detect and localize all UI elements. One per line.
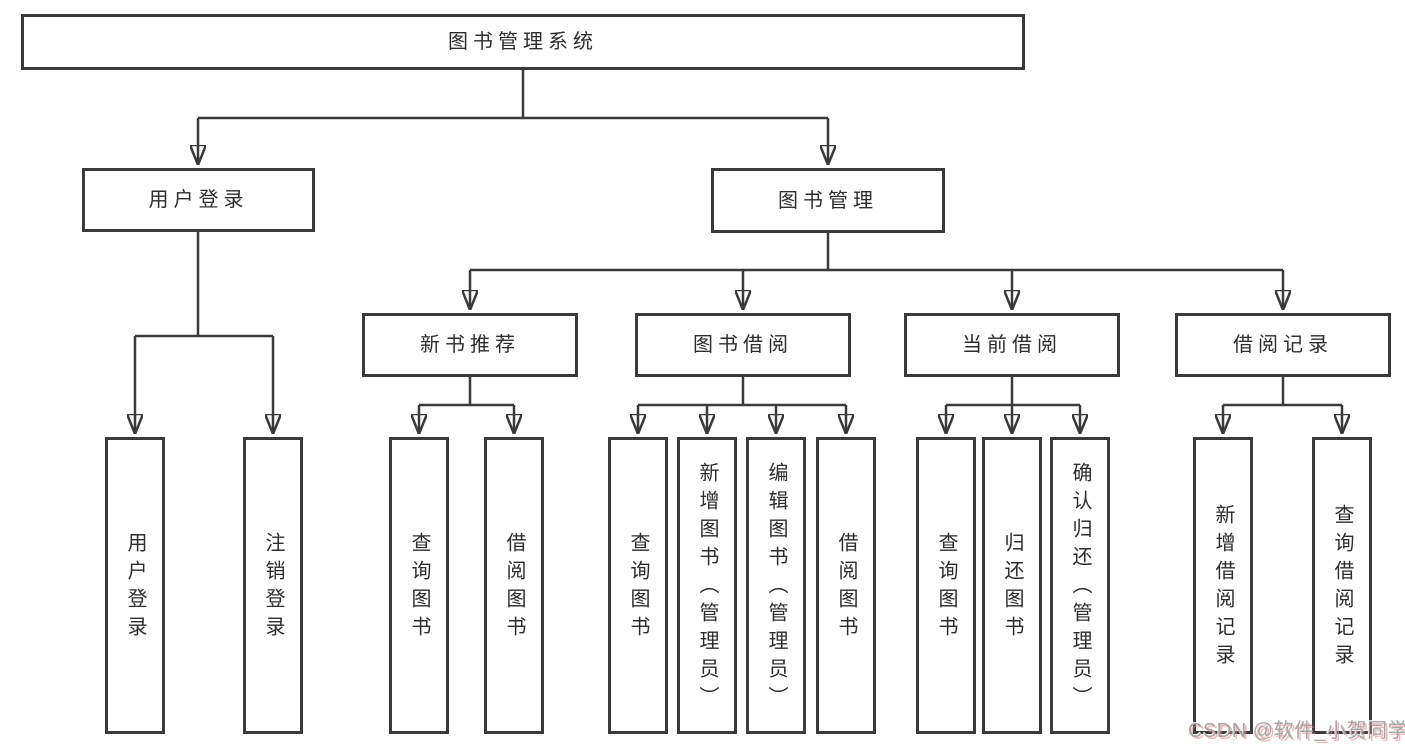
leaf-bb-add-books-admin: 新增图书（管理员） (677, 437, 737, 734)
leaf-logout: 注销登录 (243, 437, 303, 734)
leaf-bb-edit-books-admin: 编辑图书（管理员） (746, 437, 806, 734)
node-user-login: 用户登录 (82, 168, 315, 232)
csdn-watermark: CSDN @软件_小贺同学 (1188, 720, 1405, 742)
leaf-br-add-record: 新增借阅记录 (1193, 437, 1253, 734)
leaf-nbr-borrow-books: 借阅图书 (484, 437, 544, 734)
leaf-cb-return-books: 归还图书 (982, 437, 1042, 734)
leaf-cb-query-books: 查询图书 (916, 437, 976, 734)
node-root-system: 图书管理系统 (21, 14, 1025, 70)
leaf-bb-query-books: 查询图书 (608, 437, 668, 734)
leaf-nbr-query-books: 查询图书 (389, 437, 449, 734)
node-book-borrow: 图书借阅 (635, 313, 851, 377)
node-borrow-record: 借阅记录 (1175, 313, 1391, 377)
leaf-cb-confirm-return-admin: 确认归还（管理员） (1050, 437, 1110, 734)
node-current-borrow: 当前借阅 (904, 313, 1120, 377)
connector-book-borrow-branch (638, 377, 846, 433)
connector-user-login-branch (135, 232, 273, 433)
node-book-management: 图书管理 (711, 168, 945, 233)
leaf-user-login: 用户登录 (105, 437, 165, 734)
connector-root-branch (198, 70, 828, 164)
connector-new-book-recommend-branch (419, 377, 514, 433)
connector-book-management-branch (470, 233, 1283, 309)
connector-borrow-record-branch (1223, 377, 1342, 433)
leaf-bb-borrow-books: 借阅图书 (816, 437, 876, 734)
node-new-book-recommend: 新书推荐 (362, 313, 578, 377)
connector-current-borrow-branch (946, 377, 1080, 433)
leaf-br-query-record: 查询借阅记录 (1312, 437, 1372, 734)
